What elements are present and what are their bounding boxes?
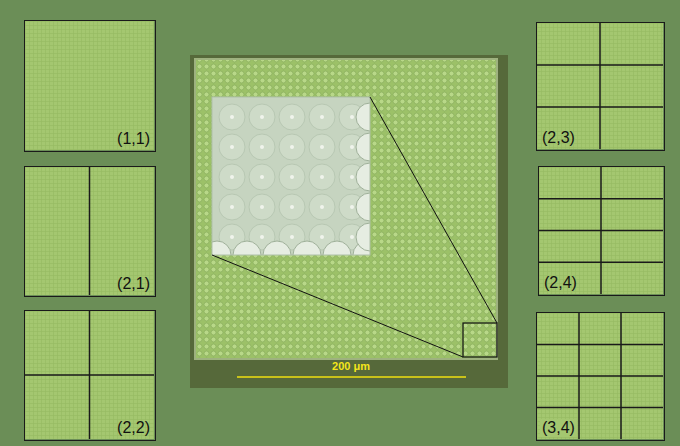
lens-edge xyxy=(356,193,370,221)
lens xyxy=(309,104,335,130)
grid-line xyxy=(537,375,663,377)
lens-highlight xyxy=(320,235,324,239)
lens-highlight xyxy=(260,175,264,179)
lens-edge xyxy=(293,241,321,255)
lens xyxy=(309,194,335,220)
lens xyxy=(219,194,245,220)
lens-highlight xyxy=(290,115,294,119)
lens-highlight xyxy=(320,115,324,119)
lens-highlight xyxy=(290,205,294,209)
lens-highlight xyxy=(290,175,294,179)
panel-label: (2,4) xyxy=(542,274,579,292)
lens xyxy=(279,194,305,220)
lens-highlight xyxy=(230,115,234,119)
lens-highlight xyxy=(230,205,234,209)
panel-label: (1,1) xyxy=(115,130,152,148)
grid-panel: (3,4) xyxy=(536,312,665,441)
grid-line xyxy=(537,344,663,346)
lens xyxy=(279,104,305,130)
lens-highlight xyxy=(230,175,234,179)
lens-highlight xyxy=(260,145,264,149)
lens xyxy=(309,164,335,190)
lens-highlight xyxy=(230,145,234,149)
grid-line xyxy=(537,106,663,108)
lens-edge xyxy=(356,163,370,191)
zoom-inset xyxy=(212,97,370,255)
lens xyxy=(309,134,335,160)
zoom-line xyxy=(212,255,463,357)
scale-bar xyxy=(237,376,466,378)
grid-line xyxy=(539,198,663,200)
grid-panel: (1,1) xyxy=(24,20,156,152)
grid-line xyxy=(89,167,91,295)
lens-highlight xyxy=(260,115,264,119)
grid-line xyxy=(537,407,663,409)
lens xyxy=(279,134,305,160)
lens xyxy=(279,164,305,190)
lens-highlight xyxy=(260,205,264,209)
grid-line xyxy=(539,262,663,264)
lens-highlight xyxy=(350,115,354,119)
grid-panel: (2,3) xyxy=(536,22,665,151)
lens-highlight xyxy=(350,145,354,149)
lens-edge xyxy=(356,103,370,131)
lens-highlight xyxy=(290,235,294,239)
lens-highlight xyxy=(260,235,264,239)
lens-edge xyxy=(212,241,231,255)
lens xyxy=(219,134,245,160)
lens-highlight xyxy=(320,205,324,209)
panel-label: (2,2) xyxy=(115,419,152,437)
lens xyxy=(219,164,245,190)
inset-border xyxy=(212,97,370,255)
lens xyxy=(219,104,245,130)
lens-edge xyxy=(233,241,261,255)
lens-edge xyxy=(323,241,351,255)
lens-highlight xyxy=(350,235,354,239)
lens-edge xyxy=(263,241,291,255)
panel-label: (2,1) xyxy=(115,275,152,293)
lens-highlight xyxy=(230,235,234,239)
lens-highlight xyxy=(320,175,324,179)
lens xyxy=(249,134,275,160)
lens-highlight xyxy=(350,175,354,179)
grid-line xyxy=(25,374,154,376)
lens-edge xyxy=(356,133,370,161)
grid-line xyxy=(537,64,663,66)
grid-panel: (2,2) xyxy=(24,310,156,441)
grid-panel: (2,4) xyxy=(538,166,665,296)
lens xyxy=(249,194,275,220)
scale-label: 200 μm xyxy=(329,361,373,372)
grid-line xyxy=(539,230,663,232)
lens xyxy=(249,164,275,190)
zoom-line xyxy=(370,97,497,323)
image-frame xyxy=(190,55,508,388)
lens-array xyxy=(196,60,496,358)
array-glow xyxy=(194,58,498,360)
lens-highlight xyxy=(350,205,354,209)
grid-panel: (2,1) xyxy=(24,166,156,297)
lens-highlight xyxy=(320,145,324,149)
zoom-region xyxy=(463,323,497,357)
panel-label: (2,3) xyxy=(540,129,577,147)
panel-label: (3,4) xyxy=(540,419,577,437)
lens xyxy=(249,104,275,130)
lens-edge xyxy=(356,223,370,251)
lens-highlight xyxy=(290,145,294,149)
grid-line xyxy=(599,23,601,149)
